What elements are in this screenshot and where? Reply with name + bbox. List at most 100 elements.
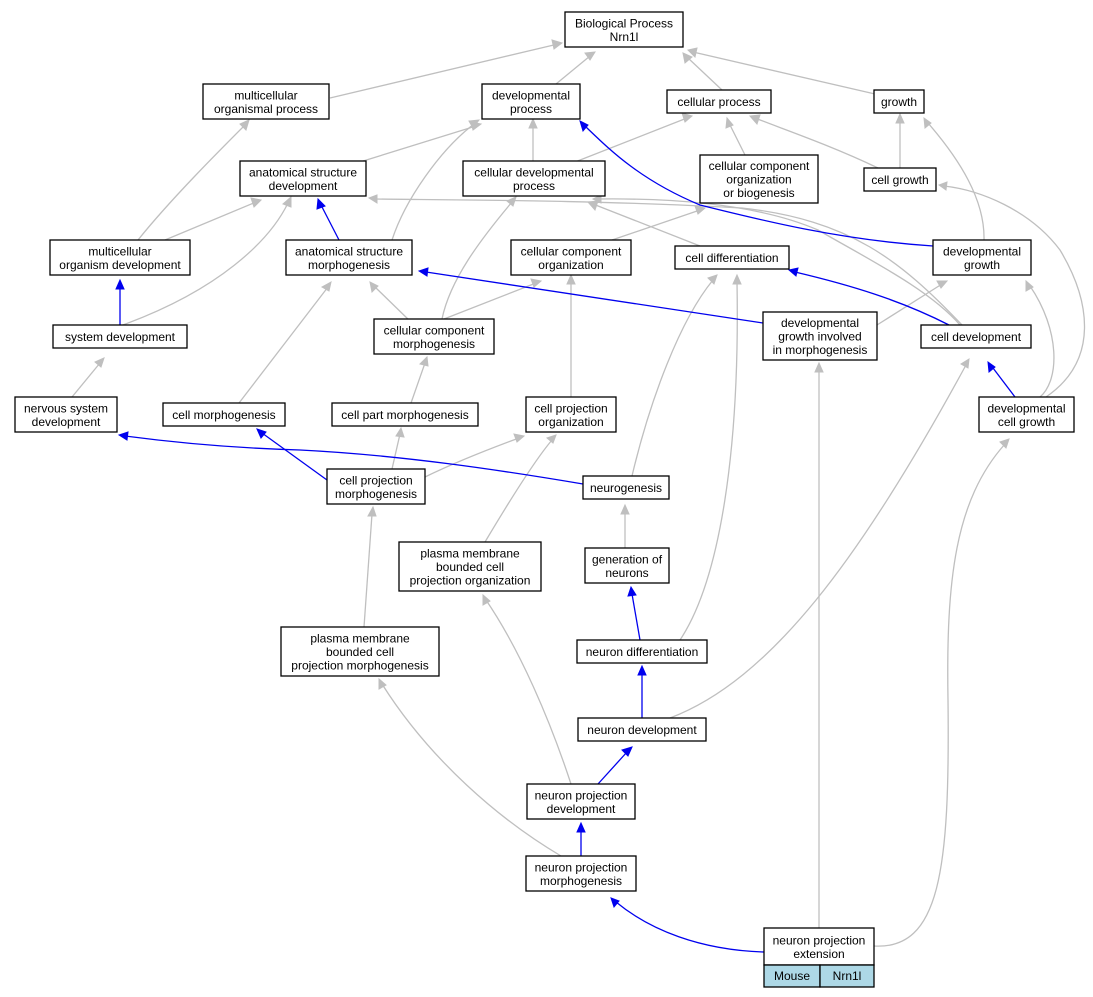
edge-line	[597, 198, 961, 326]
arrowhead	[576, 821, 586, 833]
node-label-line: bounded cell	[436, 560, 504, 574]
edge-cellgrowth-to-cellproc	[748, 114, 879, 169]
node-box	[932, 239, 1032, 276]
node-label-line: system development	[65, 330, 176, 344]
arrowhead	[566, 273, 576, 285]
node-cellmorph[interactable]: cell morphogenesis	[162, 402, 286, 427]
edge-cdp-to-cellproc	[574, 112, 694, 163]
node-box	[326, 468, 426, 505]
arrowhead	[999, 438, 1010, 449]
edge-growth-to-bp	[687, 47, 876, 95]
node-neurondiff[interactable]: neuron differentiation	[576, 639, 708, 664]
node-label-line: multicellular	[234, 88, 297, 102]
node-box	[481, 83, 581, 120]
edge-line	[391, 123, 475, 241]
node-sysdev[interactable]: system development	[52, 324, 188, 349]
edge-line	[363, 513, 373, 628]
arrowhead	[681, 112, 694, 123]
node-label-line: or biogenesis	[723, 186, 794, 200]
node-label-line: development	[547, 802, 616, 816]
edge-dcg-to-devgrowth	[1025, 279, 1055, 398]
node-label-line: in morphogenesis	[773, 343, 868, 357]
node-celldiff[interactable]: cell differentiation	[674, 245, 790, 270]
arrowhead	[936, 280, 949, 289]
arrowhead	[250, 197, 263, 208]
edge-line	[164, 201, 257, 241]
node-label-line: neuron projection	[535, 788, 628, 802]
node-label-line: anatomical structure	[249, 165, 357, 179]
node-label-line: growth	[881, 95, 917, 109]
node-label-line: cell growth	[871, 173, 928, 187]
edge-line	[238, 286, 329, 404]
edge-line	[876, 283, 943, 326]
node-box	[373, 318, 495, 355]
edge-devproc-to-bp	[555, 51, 596, 85]
edge-asd-to-devproc	[359, 121, 483, 163]
node-label-line: cell part morphogenesis	[341, 408, 468, 422]
edge-line	[615, 901, 765, 953]
edge-mop-to-bp	[329, 39, 564, 99]
node-label-line: cellular component	[384, 323, 485, 337]
edge-line	[320, 204, 340, 241]
node-box	[525, 855, 637, 892]
annotation-row: Mouse Nrn1l	[763, 964, 875, 988]
arrowhead	[417, 267, 429, 277]
node-cellproc[interactable]: cellular process	[666, 89, 772, 114]
node-box	[162, 402, 286, 427]
node-label-line: generation of	[592, 552, 663, 566]
annotation-organism-cell: Mouse	[763, 964, 821, 988]
edge-line	[794, 271, 950, 326]
arrowhead	[923, 116, 932, 129]
node-celldev[interactable]: cell development	[920, 324, 1032, 349]
edge-line	[555, 55, 591, 85]
arrowhead	[586, 200, 599, 211]
arrowhead	[506, 196, 517, 207]
arrowhead	[320, 281, 332, 292]
node-growth[interactable]: growth	[873, 89, 925, 114]
arrowhead	[707, 274, 718, 285]
node-neurondev[interactable]: neuron development	[577, 717, 707, 742]
node-label-line: bounded cell	[326, 645, 394, 659]
edge-celldev-to-cdp	[591, 194, 961, 326]
node-neurogenesis[interactable]: neurogenesis	[582, 475, 670, 500]
edge-dgim-to-devgrowth	[876, 280, 949, 326]
node-label-line: development	[269, 179, 338, 193]
arrowhead	[627, 585, 637, 597]
node-box	[873, 89, 925, 114]
node-cellgrowth[interactable]: cell growth	[863, 167, 937, 192]
node-label-line: morphogenesis	[540, 874, 622, 888]
edge-line	[611, 209, 701, 241]
edge-mod-to-mop	[137, 119, 250, 241]
node-cpm[interactable]: cell part morphogenesis	[331, 402, 479, 427]
edge-line	[391, 433, 401, 470]
arrowhead	[369, 281, 379, 294]
edge-neurogenesis-partof-nsd	[117, 431, 584, 485]
node-box	[582, 475, 670, 500]
edge-cellproc-to-bp	[682, 52, 723, 91]
arrowhead	[551, 39, 564, 50]
edge-line	[424, 437, 520, 478]
edge-cdp-to-devproc	[528, 117, 538, 161]
